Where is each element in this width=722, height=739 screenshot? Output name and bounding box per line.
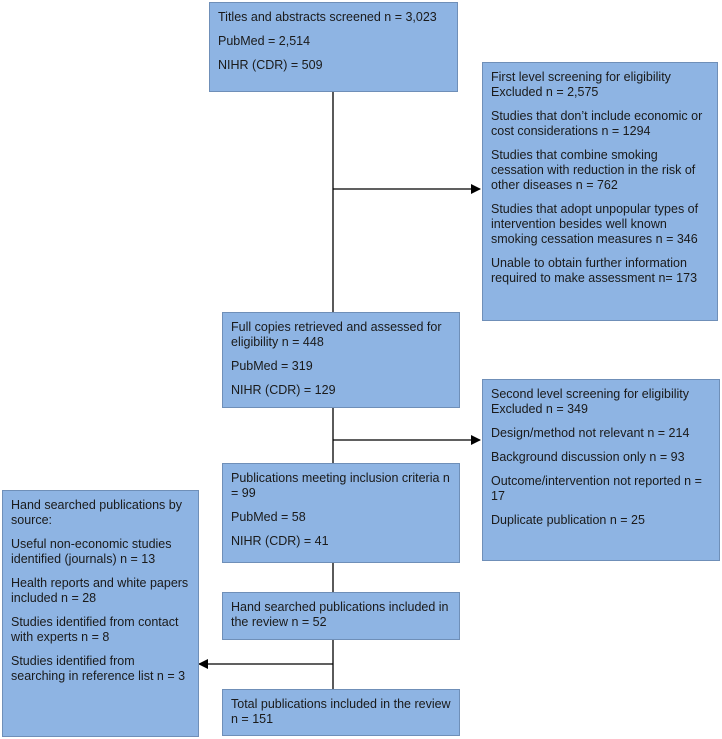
hand-sources-line: Hand searched publications by source: bbox=[11, 498, 182, 527]
hand-sources-line: Studies identified from contact with exp… bbox=[11, 615, 179, 644]
full-copies-line: NIHR (CDR) = 129 bbox=[231, 383, 336, 397]
inclusion-box: Publications meeting inclusion criteria … bbox=[222, 463, 460, 563]
total-box: Total publications included in the revie… bbox=[222, 689, 460, 736]
full-copies-line: PubMed = 319 bbox=[231, 359, 313, 373]
first-exclusion-line: First level screening for eligibility Ex… bbox=[491, 70, 671, 99]
screened-line: Titles and abstracts screened n = 3,023 bbox=[218, 10, 437, 24]
hand-sources-line: Useful non-economic studies identified (… bbox=[11, 537, 172, 566]
inclusion-line: PubMed = 58 bbox=[231, 510, 306, 524]
first-exclusion-line: Studies that don’t include economic or c… bbox=[491, 109, 703, 138]
first-exclusion-box: First level screening for eligibility Ex… bbox=[482, 62, 718, 321]
inclusion-line: Publications meeting inclusion criteria … bbox=[231, 471, 450, 500]
total-line: Total publications included in the revie… bbox=[231, 697, 451, 726]
screened-line: NIHR (CDR) = 509 bbox=[218, 58, 323, 72]
first-exclusion-line: Studies that combine smoking cessation w… bbox=[491, 148, 696, 192]
screened-line: PubMed = 2,514 bbox=[218, 34, 311, 48]
first-exclusion-line: Unable to obtain further information req… bbox=[491, 256, 698, 285]
hand-included-box: Hand searched publications included in t… bbox=[222, 592, 460, 640]
hand-sources-line: Studies identified from searching in ref… bbox=[11, 654, 186, 683]
full-copies-line: Full copies retrieved and assessed for e… bbox=[231, 320, 442, 349]
second-exclusion-line: Duplicate publication n = 25 bbox=[491, 513, 645, 527]
full-copies-box: Full copies retrieved and assessed for e… bbox=[222, 312, 460, 408]
hand-sources-line: Health reports and white papers included… bbox=[11, 576, 189, 605]
first-exclusion-line: Studies that adopt unpopular types of in… bbox=[491, 202, 699, 246]
second-exclusion-line: Outcome/intervention not reported n = 17 bbox=[491, 474, 702, 503]
second-exclusion-line: Second level screening for eligibility E… bbox=[491, 387, 690, 416]
second-exclusion-line: Design/method not relevant n = 214 bbox=[491, 426, 690, 440]
second-exclusion-line: Background discussion only n = 93 bbox=[491, 450, 685, 464]
second-exclusion-box: Second level screening for eligibility E… bbox=[482, 379, 720, 561]
inclusion-line: NIHR (CDR) = 41 bbox=[231, 534, 329, 548]
hand-included-line: Hand searched publications included in t… bbox=[231, 600, 449, 629]
hand-sources-box: Hand searched publications by source: Us… bbox=[2, 490, 199, 737]
screened-box: Titles and abstracts screened n = 3,023 … bbox=[209, 2, 458, 92]
